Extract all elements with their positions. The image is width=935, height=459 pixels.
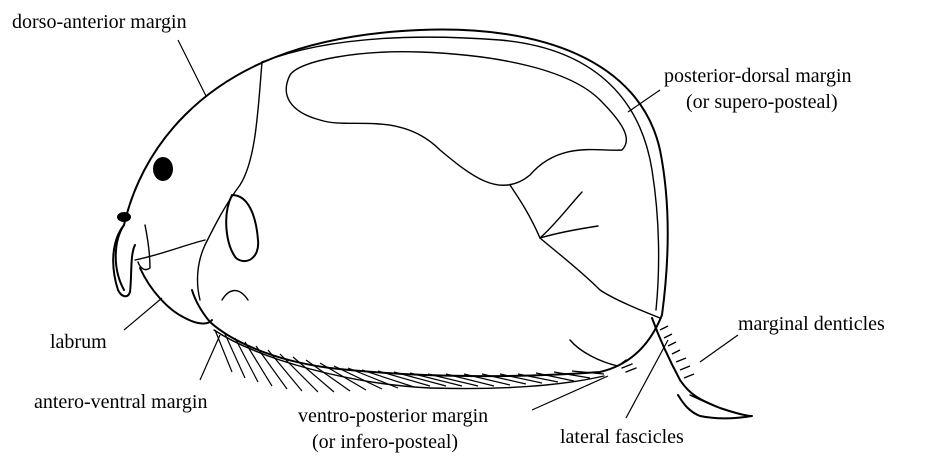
label-posterior-dorsal-alt: (or supero-posteal) bbox=[686, 91, 838, 113]
labrum-shape bbox=[140, 268, 212, 324]
fracture-line bbox=[510, 185, 660, 318]
antenna-appendage bbox=[226, 195, 258, 261]
label-lateral-fascicles: lateral fascicles bbox=[560, 426, 684, 448]
label-labrum: labrum bbox=[50, 331, 107, 353]
label-marginal-denticles: marginal denticles bbox=[738, 313, 885, 335]
rostrum-inner bbox=[138, 225, 150, 270]
label-ventro-posterior-alt: (or infero-posteal) bbox=[312, 431, 458, 453]
ocellus bbox=[117, 212, 131, 222]
label-ventro-posterior-margin: ventro-posterior margin bbox=[298, 405, 488, 427]
leader-marginal-denticles bbox=[700, 335, 738, 362]
ventral-setae bbox=[215, 330, 604, 392]
label-antero-ventral-margin: antero-ventral margin bbox=[34, 391, 207, 413]
head-boundary bbox=[198, 62, 262, 300]
leader-labrum bbox=[124, 298, 162, 330]
fracture-branch bbox=[540, 192, 598, 238]
compound-eye bbox=[153, 157, 173, 181]
dorsal-inner-margin bbox=[262, 37, 659, 310]
label-dorso-anterior-margin: dorso-anterior margin bbox=[12, 11, 187, 33]
leader-antero-ventral bbox=[200, 335, 220, 380]
posterior-spine bbox=[652, 318, 752, 418]
leader-dorso-anterior bbox=[178, 40, 206, 96]
leader-lateral-fascicles bbox=[626, 340, 668, 418]
label-posterior-dorsal-margin: posterior-dorsal margin bbox=[664, 65, 852, 87]
hook-detail bbox=[222, 291, 248, 300]
head-lower-line bbox=[135, 240, 205, 260]
brood-chamber-outline bbox=[286, 52, 626, 186]
leader-ventro-posterior bbox=[532, 376, 608, 410]
lateral-fascicle-marks bbox=[570, 340, 636, 372]
